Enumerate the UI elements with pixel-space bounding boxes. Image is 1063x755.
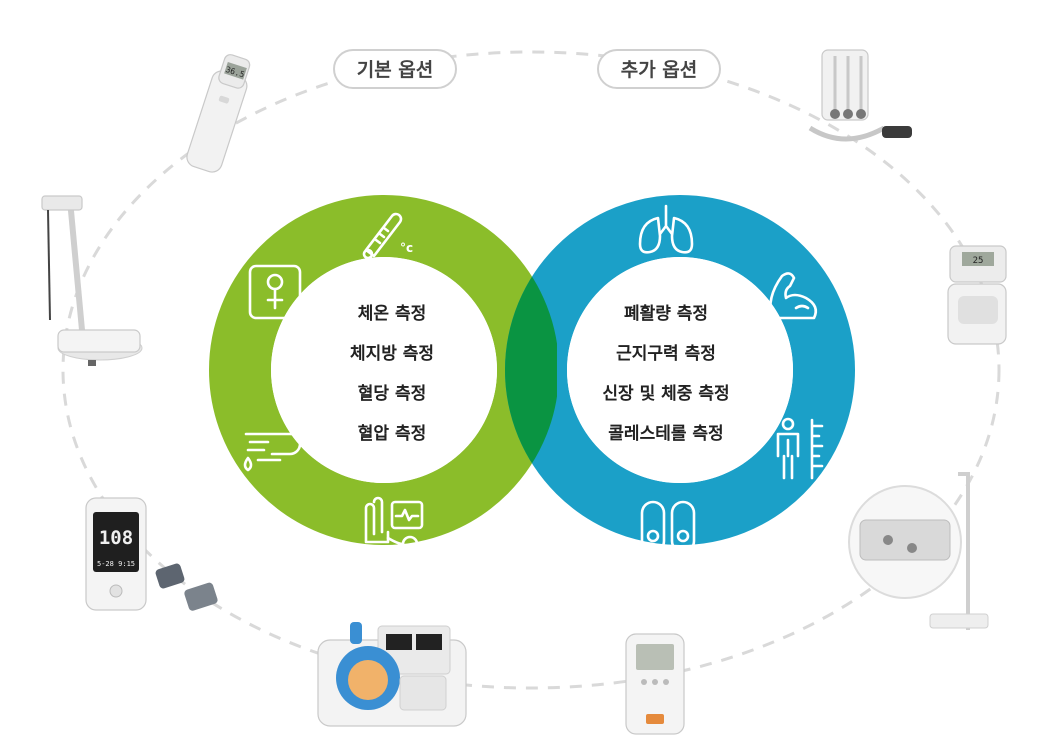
basic-options-pill: 기본 옵션 bbox=[333, 49, 457, 89]
measure-height-weight: 신장 및 체중 측정 bbox=[602, 384, 729, 404]
basic-measurement-list: 체온 측정 체지방 측정 혈당 측정 혈압 측정 bbox=[350, 304, 434, 444]
spirometer-device bbox=[808, 49, 912, 142]
forehead-thermometer-device: 36.5 bbox=[186, 54, 251, 173]
grip-readout: 25 bbox=[973, 256, 984, 266]
body-composition-analyzer-device bbox=[41, 195, 143, 366]
measure-body-temperature: 체온 측정 bbox=[358, 304, 426, 324]
extra-measurement-list: 폐활량 측정 근지구력 측정 신장 및 체중 측정 콜레스테롤 측정 bbox=[602, 303, 729, 444]
measure-blood-pressure: 혈압 측정 bbox=[358, 423, 426, 444]
measure-muscle-endurance: 근지구력 측정 bbox=[616, 344, 716, 364]
svg-text:°c: °c bbox=[400, 241, 413, 255]
glucose-readout: 108 bbox=[99, 527, 133, 549]
basic-options-label: 기본 옵션 bbox=[357, 59, 434, 81]
measure-cholesterol: 콜레스테롤 측정 bbox=[608, 424, 723, 444]
lungs-icon bbox=[638, 204, 694, 254]
glucose-meter-device: 108 5-28 9:15 bbox=[85, 497, 218, 611]
cholesterol-analyzer-device bbox=[625, 633, 685, 735]
ring-overlap bbox=[505, 195, 559, 545]
measure-body-fat: 체지방 측정 bbox=[350, 344, 434, 364]
extra-options-label: 추가 옵션 bbox=[621, 59, 698, 81]
body-fat-scale-icon bbox=[248, 264, 302, 320]
glucose-time: 9:15 bbox=[118, 560, 135, 568]
grip-dynamometer-device: 25 bbox=[947, 245, 1007, 345]
extra-options-pill: 추가 옵션 bbox=[597, 49, 721, 89]
cholesterol-vessels-icon bbox=[640, 500, 696, 554]
measure-blood-glucose: 혈당 측정 bbox=[358, 383, 426, 404]
blood-pressure-monitor-device bbox=[317, 622, 467, 727]
stadiometer-device bbox=[848, 472, 989, 630]
dashed-orbit-ring bbox=[61, 50, 1001, 690]
measure-lung-capacity: 폐활량 측정 bbox=[624, 303, 708, 324]
height-weight-icon bbox=[776, 417, 824, 480]
glucose-date: 5-28 bbox=[97, 560, 114, 568]
thermometer-icon: °c bbox=[362, 212, 413, 260]
glucose-blood-drop-icon bbox=[243, 432, 302, 472]
flexed-arm-icon bbox=[769, 272, 818, 320]
blood-pressure-cuff-icon bbox=[364, 496, 424, 553]
